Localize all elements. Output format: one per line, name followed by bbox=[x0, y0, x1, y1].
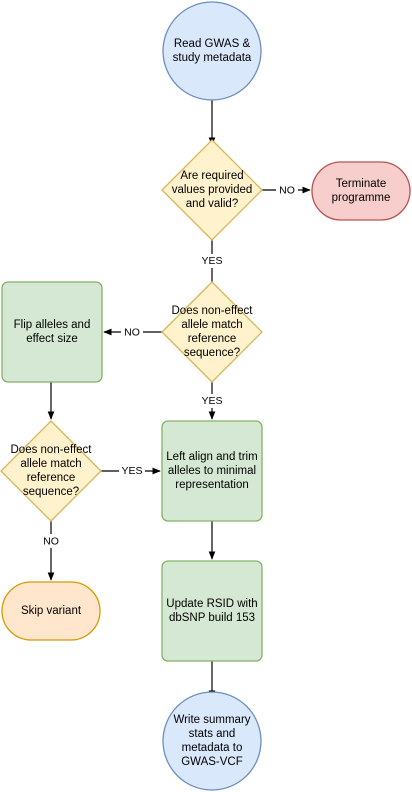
edge-labels: NO YES NO YES YES NO bbox=[40, 183, 298, 548]
edge-label-no-terminate: NO bbox=[279, 184, 295, 196]
label-line: dbSNP build 153 bbox=[169, 612, 255, 624]
label-line: Write summary bbox=[173, 714, 250, 726]
label-line: effect size bbox=[26, 333, 78, 345]
label-line: and valid? bbox=[186, 198, 238, 210]
label-line: programme bbox=[332, 192, 391, 204]
edge-label-yes-values: YES bbox=[201, 255, 222, 267]
node-skip-variant: Skip variant bbox=[1, 581, 101, 641]
label-line: Are required bbox=[180, 170, 243, 182]
edge-label-no-skip: NO bbox=[43, 535, 59, 547]
node-check-ref-2-label: Does non-effect allele match reference sequ… bbox=[11, 444, 93, 498]
node-write-vcf: Write summary stats and metadata to GWAS-VC… bbox=[162, 691, 262, 791]
label-line: alleles to minimal bbox=[168, 465, 256, 477]
label-line: allele match bbox=[20, 458, 81, 470]
label-line: Update RSID with bbox=[166, 598, 257, 610]
node-flip-alleles: Flip alleles and effect size bbox=[1, 281, 103, 383]
node-write-vcf-label: Write summary stats and metadata to GWAS-VC… bbox=[173, 714, 250, 768]
node-terminate-label: Terminate programme bbox=[332, 178, 391, 204]
node-flip-alleles-label: Flip alleles and effect size bbox=[14, 319, 91, 345]
edge-label-yes-ref1: YES bbox=[201, 395, 222, 407]
label-line: representation bbox=[175, 479, 249, 491]
label-line: stats and bbox=[189, 728, 236, 740]
node-check-values-label: Are required values provided and valid? bbox=[172, 170, 253, 210]
edge-label-no-flip: NO bbox=[124, 326, 140, 338]
label-line: metadata to bbox=[182, 742, 243, 754]
node-check-ref-1: Does non-effect allele match reference sequ… bbox=[161, 281, 263, 383]
node-left-align-label: Left align and trim alleles to minimal rep… bbox=[166, 451, 257, 491]
label-line: Does non-effect bbox=[11, 444, 93, 456]
node-skip-variant-label: Skip variant bbox=[21, 605, 82, 617]
label-line: allele match bbox=[181, 319, 242, 331]
label-line: sequence? bbox=[23, 486, 79, 498]
node-terminate: Terminate programme bbox=[311, 161, 411, 221]
label-line: study metadata bbox=[173, 52, 252, 64]
node-check-values: Are required values provided and valid? bbox=[161, 139, 263, 241]
label-line: reference bbox=[27, 472, 76, 484]
node-check-ref-2: Does non-effect allele match reference sequ… bbox=[0, 420, 102, 522]
node-update-rsid: Update RSID with dbSNP build 153 bbox=[161, 560, 263, 662]
node-read-gwas: Read GWAS & study metadata bbox=[162, 1, 262, 101]
label-line: Read GWAS & bbox=[174, 38, 251, 50]
label-line: Skip variant bbox=[21, 605, 82, 617]
label-line: Left align and trim bbox=[166, 451, 257, 463]
label-line: Does non-effect bbox=[172, 305, 254, 317]
node-check-ref-1-label: Does non-effect allele match reference sequ… bbox=[172, 305, 254, 359]
label-line: Flip alleles and bbox=[14, 319, 91, 331]
node-left-align: Left align and trim alleles to minimal rep… bbox=[161, 420, 263, 522]
label-line: sequence? bbox=[184, 347, 240, 359]
label-line: Terminate bbox=[336, 178, 387, 190]
node-read-gwas-label: Read GWAS & study metadata bbox=[173, 38, 252, 64]
label-line: GWAS-VCF bbox=[181, 756, 243, 768]
label-line: reference bbox=[188, 333, 237, 345]
edge-label-yes-ref2: YES bbox=[121, 465, 142, 477]
label-line: values provided bbox=[172, 184, 253, 196]
node-update-rsid-label: Update RSID with dbSNP build 153 bbox=[166, 598, 257, 624]
